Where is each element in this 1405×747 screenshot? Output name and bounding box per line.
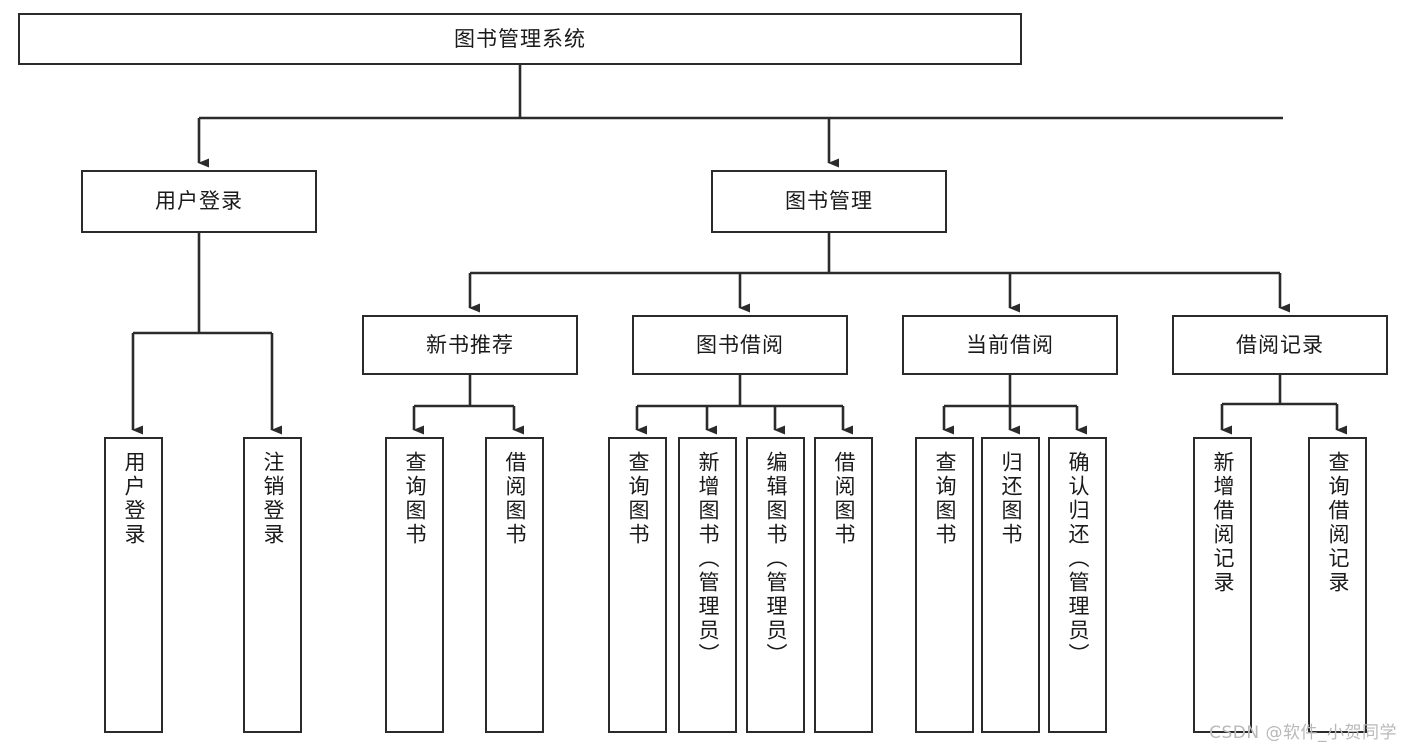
node-user-login[interactable]: 用户登录	[81, 170, 317, 233]
node-root[interactable]: 图书管理系统	[18, 13, 1022, 65]
node-leaf-query-book-2-label: 查询图书	[626, 451, 650, 547]
node-leaf-add-record-label: 新增借阅记录	[1211, 451, 1235, 595]
node-leaf-edit-book-label: 编辑图书（管理员）	[764, 451, 788, 667]
node-leaf-edit-book[interactable]: 编辑图书（管理员）	[746, 437, 805, 733]
node-leaf-query-record-label: 查询借阅记录	[1326, 451, 1350, 595]
node-current-borrow-label: 当前借阅	[966, 332, 1054, 357]
node-leaf-logout[interactable]: 注销登录	[243, 437, 302, 733]
node-leaf-return-book-label: 归还图书	[999, 451, 1023, 547]
node-leaf-borrow-book-2[interactable]: 借阅图书	[814, 437, 873, 733]
node-user-login-label: 用户登录	[155, 189, 243, 214]
node-book-borrow[interactable]: 图书借阅	[632, 315, 848, 375]
node-leaf-confirm-return-label: 确认归还（管理员）	[1066, 451, 1090, 667]
node-leaf-query-book-1-label: 查询图书	[403, 451, 427, 547]
node-book-manage[interactable]: 图书管理	[711, 170, 947, 233]
node-leaf-user-login-label: 用户登录	[122, 451, 146, 547]
node-leaf-query-book-3-label: 查询图书	[933, 451, 957, 547]
node-leaf-return-book[interactable]: 归还图书	[981, 437, 1040, 733]
node-leaf-query-book-2[interactable]: 查询图书	[608, 437, 667, 733]
node-leaf-add-book[interactable]: 新增图书（管理员）	[678, 437, 737, 733]
node-book-manage-label: 图书管理	[785, 189, 873, 214]
node-leaf-borrow-book-1[interactable]: 借阅图书	[485, 437, 544, 733]
node-leaf-query-book-3[interactable]: 查询图书	[915, 437, 974, 733]
node-leaf-add-record[interactable]: 新增借阅记录	[1193, 437, 1252, 733]
node-leaf-confirm-return[interactable]: 确认归还（管理员）	[1048, 437, 1107, 733]
node-leaf-add-book-label: 新增图书（管理员）	[696, 451, 720, 667]
node-borrow-record-label: 借阅记录	[1236, 332, 1324, 357]
node-leaf-logout-label: 注销登录	[261, 451, 285, 547]
node-book-borrow-label: 图书借阅	[696, 332, 784, 357]
node-leaf-query-book-1[interactable]: 查询图书	[385, 437, 444, 733]
node-leaf-query-record[interactable]: 查询借阅记录	[1308, 437, 1367, 733]
node-new-book-rec-label: 新书推荐	[426, 332, 514, 357]
node-leaf-borrow-book-2-label: 借阅图书	[832, 451, 856, 547]
node-borrow-record[interactable]: 借阅记录	[1172, 315, 1388, 375]
node-leaf-borrow-book-1-label: 借阅图书	[503, 451, 527, 547]
node-leaf-user-login[interactable]: 用户登录	[104, 437, 163, 733]
node-new-book-rec[interactable]: 新书推荐	[362, 315, 578, 375]
node-current-borrow[interactable]: 当前借阅	[902, 315, 1118, 375]
node-root-label: 图书管理系统	[454, 26, 586, 51]
